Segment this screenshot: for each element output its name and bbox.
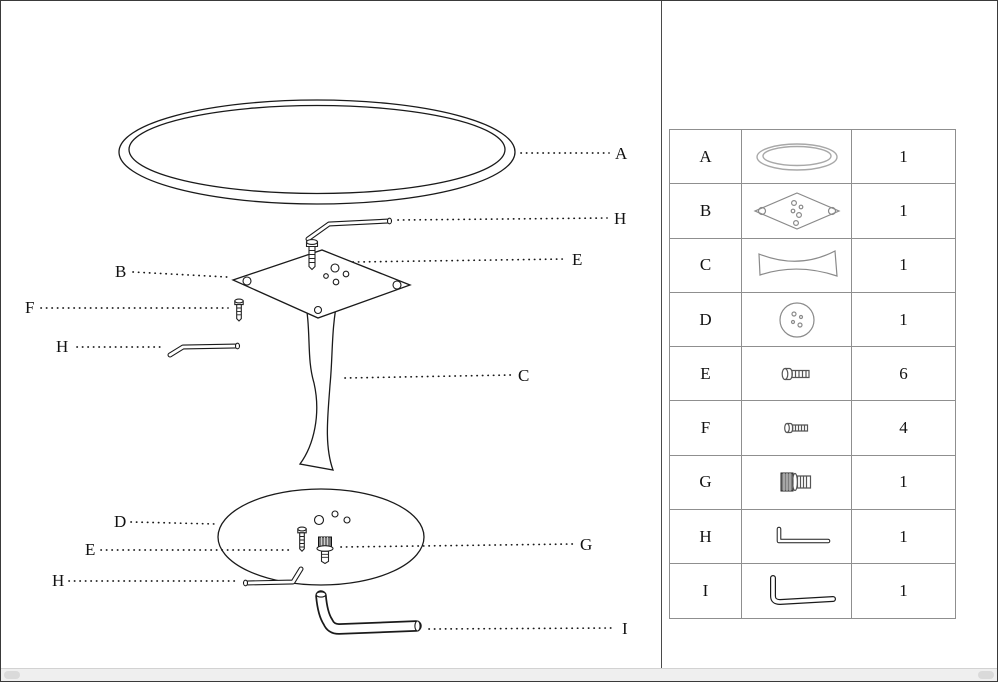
part-letter: C <box>670 238 742 292</box>
machine-screw-icon <box>781 367 810 380</box>
base-drawing <box>217 488 425 586</box>
leader-b <box>132 271 228 278</box>
callout-a: A <box>615 144 628 163</box>
page-corner-right <box>978 671 994 679</box>
callout-h-top: H <box>614 209 626 228</box>
screw-f-drawing <box>234 298 244 322</box>
parts-row: G 1 <box>670 455 955 511</box>
callout-i: I <box>622 619 628 638</box>
parts-row: D 1 <box>670 292 955 348</box>
part-letter: D <box>670 292 742 347</box>
base-plate-icon <box>778 301 815 338</box>
callout-f: F <box>25 298 34 317</box>
leader-g <box>340 543 574 548</box>
leader-i <box>428 627 616 630</box>
base-screw-drawing <box>297 526 307 552</box>
knurled-bolt-icon <box>780 472 811 492</box>
mounting-plate-drawing <box>231 239 412 319</box>
bolt-g-drawing <box>316 536 334 565</box>
hex-key-large-icon <box>769 575 836 606</box>
parts-row: E 6 <box>670 347 955 402</box>
hex-key-large-drawing <box>315 590 422 635</box>
pedestal-column-drawing <box>298 293 339 471</box>
parts-row: A 1 <box>670 130 955 185</box>
callout-e-plate: E <box>572 250 582 269</box>
part-qty: 1 <box>899 309 908 329</box>
hex-key-mid-drawing <box>167 342 241 358</box>
part-letter: A <box>670 130 742 184</box>
parts-row: I 1 <box>670 564 955 618</box>
part-letter: B <box>670 184 742 238</box>
pedestal-column-icon <box>757 250 838 278</box>
callout-h-mid: H <box>56 337 68 356</box>
leader-d <box>130 521 217 525</box>
page-bottom-strip <box>1 668 997 681</box>
parts-row: F 4 <box>670 401 955 456</box>
part-letter: E <box>670 347 742 401</box>
hex-key-top-drawing <box>305 217 393 242</box>
exploded-view-diagram: A H <box>25 99 628 638</box>
hex-key-base-drawing <box>242 566 304 587</box>
part-letter: G <box>670 455 742 510</box>
callout-d: D <box>114 512 126 531</box>
part-qty: 1 <box>899 255 908 275</box>
part-letter: H <box>670 510 742 564</box>
leader-c <box>344 374 512 379</box>
part-qty: 1 <box>899 472 908 492</box>
mounting-plate-icon <box>752 192 841 230</box>
callout-g: G <box>580 535 592 554</box>
parts-row: B 1 <box>670 184 955 239</box>
callout-c: C <box>518 366 529 385</box>
part-qty: 1 <box>899 526 908 546</box>
machine-screw-icon <box>783 423 808 434</box>
part-qty: 1 <box>899 581 908 601</box>
part-qty: 1 <box>899 146 908 166</box>
leader-h-top <box>397 217 608 221</box>
parts-row: H 1 <box>670 510 955 565</box>
part-letter: F <box>670 401 742 455</box>
table-top-drawing <box>118 99 516 205</box>
callout-h-base: H <box>52 571 64 590</box>
parts-row: C 1 <box>670 238 955 293</box>
page-corner-left <box>4 671 20 679</box>
hex-key-small-icon <box>776 526 830 544</box>
panel-divider <box>661 1 662 669</box>
parts-table: A 1 B <box>669 129 956 619</box>
callout-b: B <box>115 262 126 281</box>
part-letter: I <box>670 564 742 618</box>
part-qty: 6 <box>899 363 908 383</box>
part-qty: 4 <box>899 418 908 438</box>
callout-e-base: E <box>85 540 95 559</box>
table-top-icon <box>755 142 838 171</box>
leader-e-plate <box>352 258 566 263</box>
part-qty: 1 <box>899 200 908 220</box>
plate-screw-drawing <box>305 239 319 271</box>
